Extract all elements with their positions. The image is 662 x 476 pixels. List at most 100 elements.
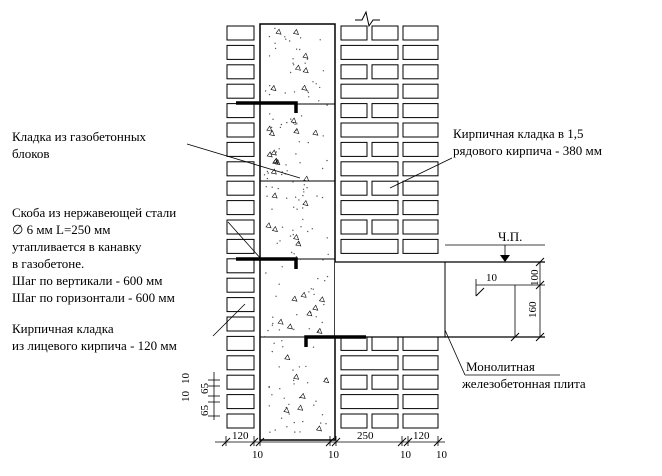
main-brick — [402, 180, 439, 196]
main-brick — [402, 122, 439, 138]
main-brick — [402, 335, 439, 351]
stainless-ties — [236, 101, 366, 347]
texture-dot — [268, 93, 271, 96]
main-brick — [340, 141, 368, 157]
texture-dot — [278, 283, 280, 285]
label-tie-4: в газобетоне. — [12, 256, 84, 271]
texture-dot — [294, 123, 296, 126]
texture-dot — [276, 242, 278, 244]
main-brick — [340, 103, 368, 119]
facing-brick — [226, 200, 255, 216]
texture-dot — [302, 218, 304, 221]
texture-dot — [315, 400, 317, 402]
texture-dot — [269, 85, 271, 87]
break-mark — [355, 10, 380, 28]
texture-dot — [278, 366, 280, 368]
texture-dot — [289, 235, 292, 237]
texture-dot — [303, 184, 305, 186]
texture-aggregate — [295, 240, 302, 247]
facing-brick — [226, 316, 255, 332]
texture-aggregate — [277, 318, 284, 325]
dim-right-2: 160 — [527, 301, 539, 318]
main-brick — [340, 64, 368, 80]
texture-dot — [271, 208, 273, 210]
texture-dot — [274, 429, 276, 431]
texture-dot — [322, 259, 324, 261]
texture-dot — [308, 291, 310, 293]
main-brick — [402, 25, 439, 41]
texture-dot — [295, 153, 297, 155]
texture-dot — [286, 197, 288, 199]
facing-brick — [226, 64, 255, 80]
texture-dot — [293, 91, 296, 93]
main-brick — [371, 219, 399, 235]
texture-aggregate — [270, 168, 277, 175]
texture-dot — [279, 388, 281, 390]
texture-dot — [292, 233, 294, 236]
main-brick — [402, 238, 439, 254]
leader-slab — [444, 329, 466, 376]
main-brick — [340, 180, 368, 196]
texture-dot — [282, 346, 284, 348]
main-brick — [402, 44, 439, 60]
texture-dot — [315, 316, 317, 318]
texture-dot — [326, 275, 329, 278]
facing-brick — [226, 161, 255, 177]
texture-dot — [299, 162, 301, 164]
texture-dot — [293, 383, 295, 385]
texture-dot — [293, 328, 295, 331]
main-brick — [340, 200, 399, 216]
dim-left-1: 10 — [180, 373, 192, 385]
texture-dot — [327, 253, 329, 256]
texture-aggregate — [301, 84, 308, 91]
texture-dot — [312, 288, 314, 290]
texture-dot — [306, 187, 308, 189]
main-brick — [402, 374, 439, 390]
texture-dot — [269, 431, 271, 433]
texture-aggregate — [297, 404, 304, 411]
facing-brick — [226, 297, 255, 313]
texture-aggregate — [270, 149, 277, 156]
texture-dot — [313, 404, 315, 406]
main-brick — [402, 103, 439, 119]
texture-dot — [293, 379, 295, 382]
main-brick — [371, 413, 399, 429]
texture-dot — [313, 293, 315, 296]
facing-brick — [226, 44, 255, 60]
main-brick — [371, 335, 399, 351]
level-mark — [445, 244, 545, 262]
texture-dot — [300, 258, 302, 261]
facing-brick — [226, 355, 255, 371]
texture-dot — [295, 48, 298, 50]
texture-dot — [298, 242, 300, 244]
texture-dot — [267, 329, 269, 332]
texture-dot — [304, 62, 306, 64]
texture-dot — [264, 90, 267, 92]
dim-left-2: 65 — [199, 383, 211, 395]
texture-dot — [286, 170, 288, 172]
dim-bottom-5: 10 — [400, 449, 412, 461]
texture-dot — [293, 64, 295, 66]
tie-3 — [304, 335, 366, 347]
texture-aggregate — [312, 304, 319, 311]
label-blocks-1: Кладка из газобетонных — [12, 129, 147, 144]
texture-dot — [290, 118, 292, 120]
texture-aggregate — [294, 64, 301, 71]
texture-dot — [326, 237, 328, 239]
texture-dot — [289, 71, 292, 74]
texture-aggregate — [265, 222, 272, 229]
texture-dot — [320, 422, 322, 424]
texture-dot — [306, 382, 309, 384]
main-brick — [340, 374, 368, 390]
leader-lines — [186, 143, 560, 376]
texture-dot — [325, 423, 327, 425]
texture-dot — [311, 228, 313, 230]
texture-dot — [296, 123, 298, 125]
texture-dot — [321, 321, 323, 324]
texture-dot — [291, 251, 293, 254]
texture-dot — [318, 100, 320, 102]
texture-dot — [268, 55, 271, 57]
label-facing-1: Кирпичная кладка — [12, 321, 114, 336]
texture-dot — [324, 280, 326, 282]
label-slab-1: Монолитная — [466, 359, 535, 374]
